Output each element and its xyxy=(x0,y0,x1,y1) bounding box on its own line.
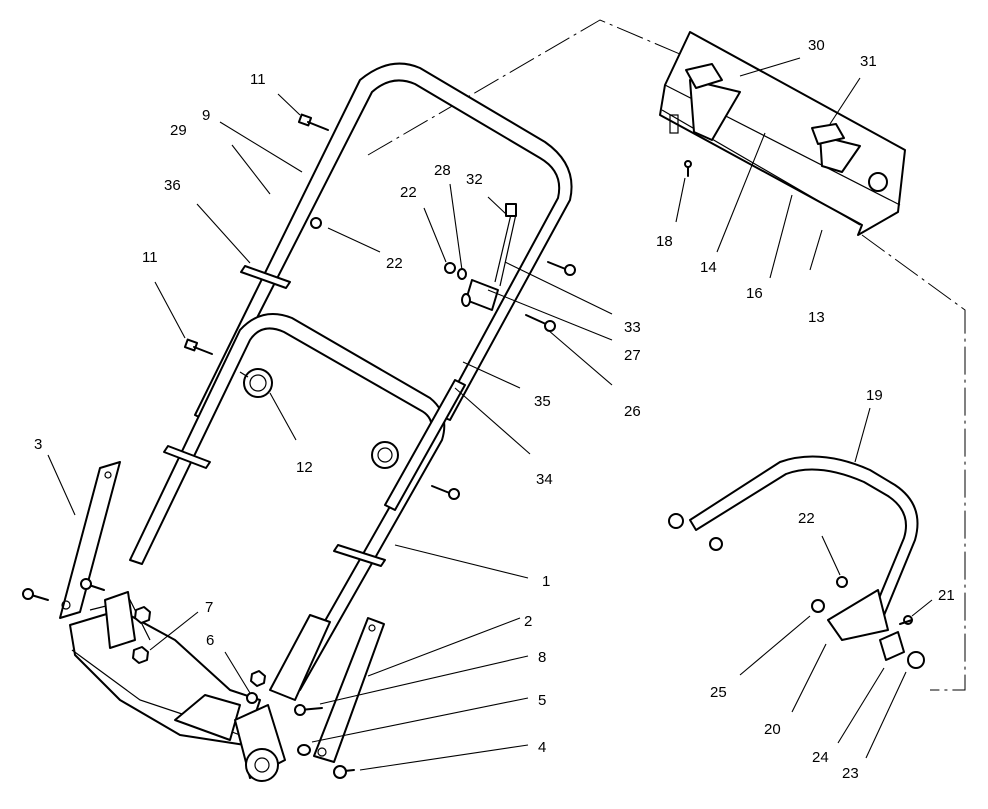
callout-6: 6 xyxy=(206,632,214,649)
callout-16: 16 xyxy=(746,285,763,302)
callout-21: 21 xyxy=(938,587,955,604)
cable-guides xyxy=(163,265,386,567)
callout-31: 31 xyxy=(860,53,877,70)
fasteners xyxy=(22,113,576,779)
callout-26: 26 xyxy=(624,403,641,420)
callout-12: 12 xyxy=(296,459,313,476)
callout-33: 33 xyxy=(624,319,641,336)
callout-35: 35 xyxy=(534,393,551,410)
callout-8: 8 xyxy=(538,649,546,666)
assembly-reference-lines xyxy=(367,19,966,691)
lower-handle xyxy=(129,313,466,701)
callout-2: 2 xyxy=(524,613,532,630)
callout-5: 5 xyxy=(538,692,546,709)
callout-11-upper: 11 xyxy=(250,71,266,88)
control-box xyxy=(659,31,906,236)
callout-3: 3 xyxy=(34,436,42,453)
callout-19: 19 xyxy=(866,387,883,404)
callout-29: 29 xyxy=(170,122,187,139)
callout-22-right: 22 xyxy=(798,510,815,527)
callout-30: 30 xyxy=(808,37,825,54)
upper-handle xyxy=(194,62,573,421)
callout-22-upper-center: 22 xyxy=(400,184,417,201)
right-bracket xyxy=(313,617,385,763)
callout-14: 14 xyxy=(700,259,717,276)
callout-18: 18 xyxy=(656,233,673,250)
callout-13: 13 xyxy=(808,309,825,326)
cable-connector xyxy=(457,203,517,311)
callout-1: 1 xyxy=(542,573,550,590)
callout-11-lower: 11 xyxy=(142,249,158,266)
height-adjuster xyxy=(234,692,286,782)
callout-7: 7 xyxy=(205,599,213,616)
callout-34: 34 xyxy=(536,471,553,488)
callout-22-upper-left: 22 xyxy=(386,255,403,272)
callout-20: 20 xyxy=(764,721,781,738)
callout-23: 23 xyxy=(842,765,859,782)
bail-assembly xyxy=(668,455,925,669)
callout-28: 28 xyxy=(434,162,451,179)
left-bracket xyxy=(59,461,136,649)
mower-deck xyxy=(69,599,261,746)
callout-9: 9 xyxy=(202,107,210,124)
callout-32: 32 xyxy=(466,171,483,188)
leader-lines xyxy=(47,57,933,771)
callout-24: 24 xyxy=(812,749,829,766)
callout-27: 27 xyxy=(624,347,641,364)
callout-25: 25 xyxy=(710,684,727,701)
callout-4: 4 xyxy=(538,739,546,756)
callout-labels: 1 2 3 4 5 6 7 8 9 11 11 12 13 14 16 18 1… xyxy=(34,37,955,782)
callout-36: 36 xyxy=(164,177,181,194)
handle-knobs xyxy=(239,368,399,469)
